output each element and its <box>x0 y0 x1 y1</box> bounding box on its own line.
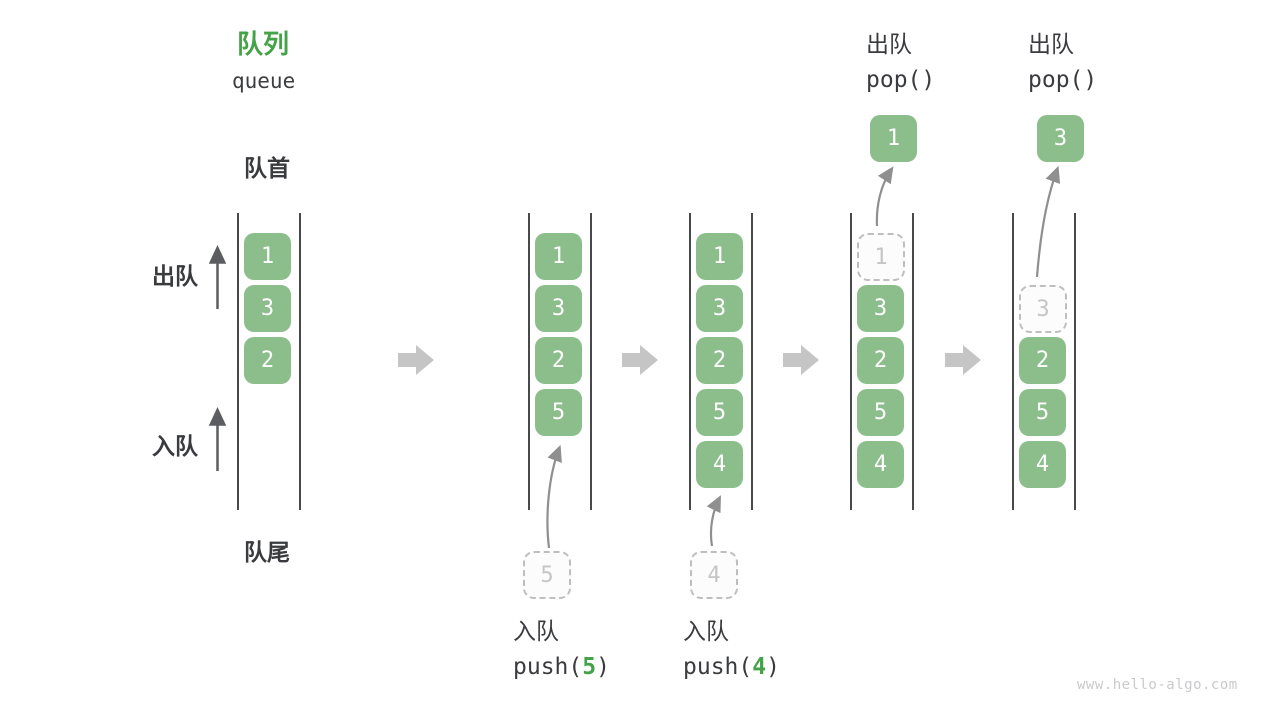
step-arrow-2-icon <box>622 345 658 375</box>
code-fn: push( <box>513 654 583 680</box>
incoming-item-ghost: 5 <box>523 551 571 599</box>
queue-wall <box>751 213 753 510</box>
incoming-item-ghost: 4 <box>690 551 738 599</box>
queue-wall <box>528 213 530 510</box>
dequeue-side-label: 出队 <box>152 264 198 290</box>
enqueue-side-label: 入队 <box>152 434 198 460</box>
queue-front-label: 队首 <box>244 156 290 182</box>
push-4-code-label: push(4) <box>683 654 780 680</box>
code-arg: 5 <box>582 654 597 680</box>
queue-item: 5 <box>1019 389 1066 436</box>
push-4-arrow-icon <box>706 495 721 547</box>
watermark: www.hello-algo.com <box>1077 677 1238 693</box>
pop-3-arrow-icon <box>1035 165 1061 278</box>
queue-item: 3 <box>857 285 904 332</box>
queue-item: 5 <box>535 389 582 436</box>
dequeue-op-label: 出队 <box>1028 32 1074 58</box>
queue-item: 2 <box>696 337 743 384</box>
code-arg: 4 <box>752 654 767 680</box>
push-5-arrow-icon <box>546 444 562 549</box>
code-fn: push( <box>683 654 753 680</box>
queue-item: 4 <box>696 441 743 488</box>
queue-item: 3 <box>696 285 743 332</box>
step-arrow-4-icon <box>945 345 981 375</box>
step-arrow-3-icon <box>783 345 819 375</box>
pop-1-arrow-icon <box>875 166 894 227</box>
queue-item: 3 <box>535 285 582 332</box>
pop-code-label: pop() <box>1028 67 1098 93</box>
queue-item: 5 <box>857 389 904 436</box>
code-close: ) <box>596 654 610 680</box>
queue-wall <box>912 213 914 510</box>
removed-item-ghost: 3 <box>1019 285 1067 333</box>
pop-code-label: pop() <box>866 67 936 93</box>
queue-item: 2 <box>1019 337 1066 384</box>
queue-wall <box>1074 213 1076 510</box>
queue-item: 1 <box>696 233 743 280</box>
queue-item: 4 <box>857 441 904 488</box>
queue-wall <box>689 213 691 510</box>
queue-item: 2 <box>535 337 582 384</box>
queue-item: 2 <box>244 337 291 384</box>
queue-item: 1 <box>535 233 582 280</box>
dequeue-op-label: 出队 <box>866 32 912 58</box>
queue-wall <box>850 213 852 510</box>
diagram-title-en: queue <box>232 69 296 93</box>
queue-wall <box>237 213 239 510</box>
queue-wall <box>299 213 301 510</box>
step-arrow-1-icon <box>398 345 434 375</box>
popped-item: 3 <box>1037 115 1084 162</box>
queue-item: 5 <box>696 389 743 436</box>
queue-item: 4 <box>1019 441 1066 488</box>
queue-wall <box>1012 213 1014 510</box>
enqueue-op-label: 入队 <box>513 619 559 645</box>
enqueue-op-label: 入队 <box>683 619 729 645</box>
removed-item-ghost: 1 <box>857 233 905 281</box>
queue-item: 3 <box>244 285 291 332</box>
code-close: ) <box>766 654 780 680</box>
queue-wall <box>590 213 592 510</box>
push-5-code-label: push(5) <box>513 654 610 680</box>
queue-rear-label: 队尾 <box>244 540 290 566</box>
popped-item: 1 <box>870 115 917 162</box>
queue-item: 1 <box>244 233 291 280</box>
queue-item: 2 <box>857 337 904 384</box>
diagram-title-zh: 队列 <box>237 30 290 60</box>
